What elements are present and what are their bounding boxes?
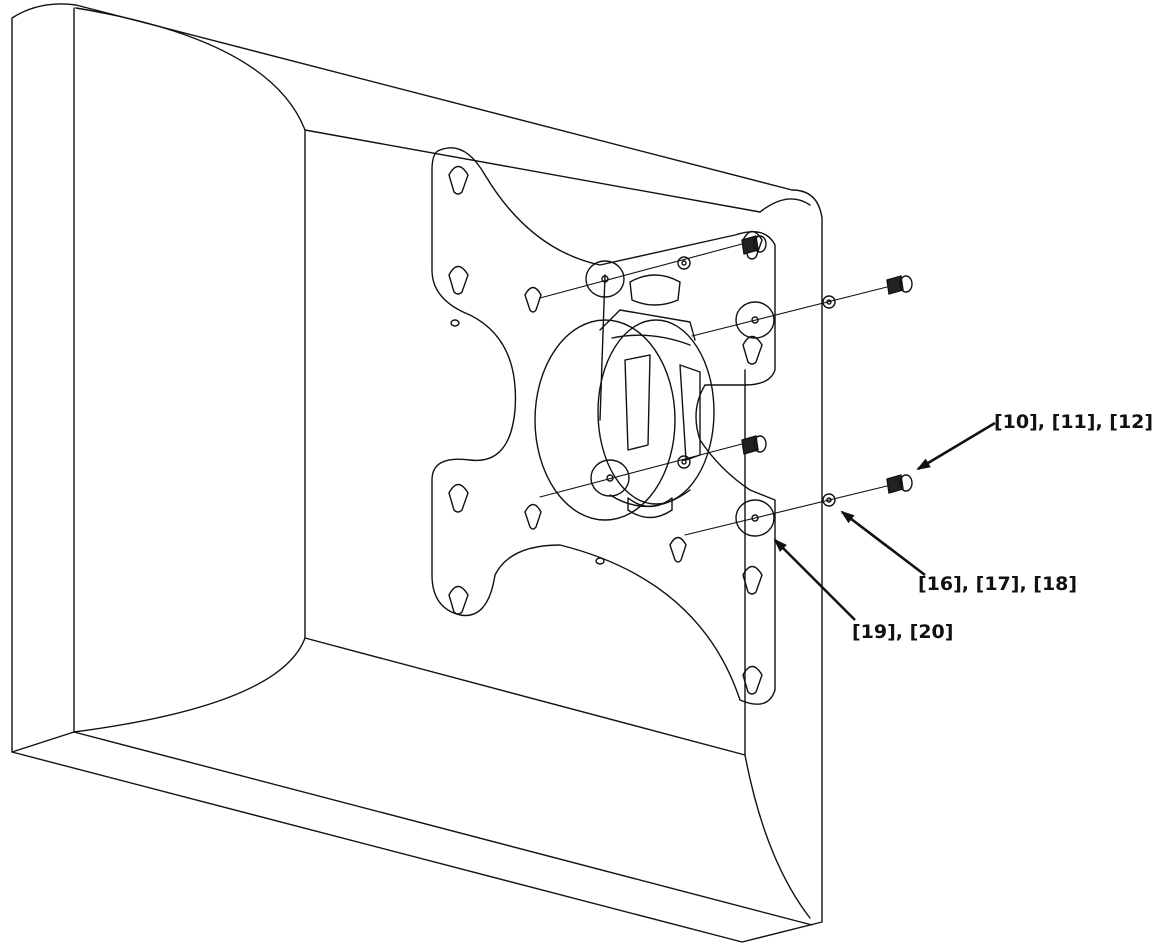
vesa-mounting-plate — [431, 147, 776, 705]
callout-arrow-flat-washer — [773, 538, 856, 621]
callout-arrow-lock-washer — [840, 510, 926, 577]
screws — [741, 235, 913, 494]
flat-washers — [585, 260, 775, 537]
assembly-axis-lines — [539, 243, 888, 536]
callout-label-screw: [10], [11], [12] — [994, 411, 1153, 433]
callout-label-lock-washer: [16], [17], [18] — [918, 573, 1077, 595]
callout-label-flat-washer: [19], [20] — [852, 621, 953, 643]
callout-arrow-screw — [916, 421, 996, 471]
swivel-hub — [534, 274, 715, 521]
monitor-back-panel — [11, 3, 823, 943]
